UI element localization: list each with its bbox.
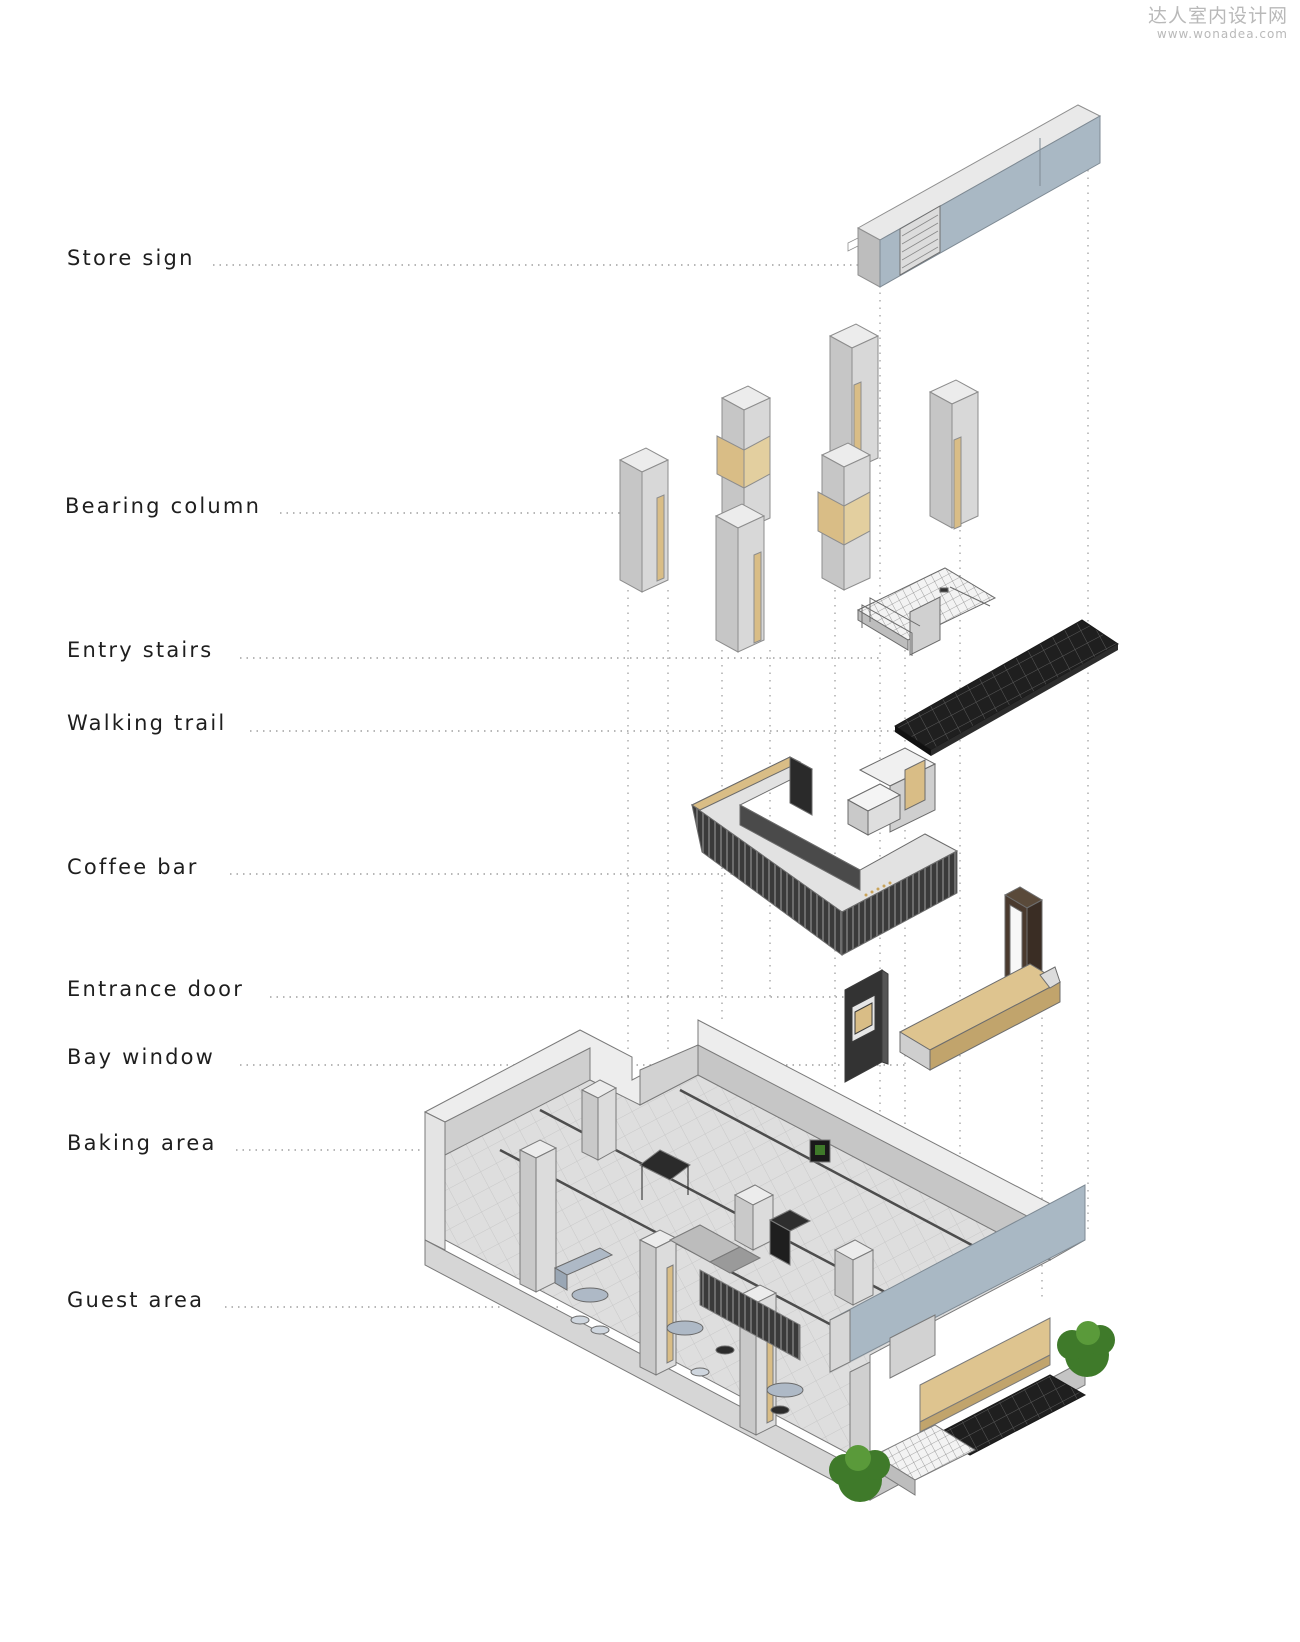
label-baking-area: Baking area	[67, 1131, 217, 1155]
watermark-title: 达人室内设计网	[1147, 5, 1288, 27]
store-sign-model	[847, 104, 1102, 288]
label-bay-window: Bay window	[67, 1045, 216, 1069]
label-store-sign: Store sign	[67, 246, 195, 270]
entry-stairs-model	[856, 567, 997, 656]
watermark: 达人室内设计网 www.wonadea.com	[1148, 6, 1288, 41]
walking-trail-model	[894, 619, 1119, 756]
label-guest-area: Guest area	[67, 1288, 205, 1312]
entrance-door-model	[844, 969, 889, 1083]
building-model	[423, 1019, 1115, 1502]
label-bearing-column: Bearing column	[65, 494, 262, 518]
label-entrance-door: Entrance door	[67, 977, 245, 1001]
label-coffee-bar: Coffee bar	[67, 855, 199, 879]
coffee-bar-model	[690, 747, 959, 956]
watermark-url: www.wonadea.com	[1156, 26, 1288, 41]
label-entry-stairs: Entry stairs	[67, 638, 214, 662]
label-walking-trail: Walking trail	[67, 711, 227, 735]
bearing-columns-model	[618, 323, 980, 653]
bay-window-model	[898, 886, 1062, 1071]
